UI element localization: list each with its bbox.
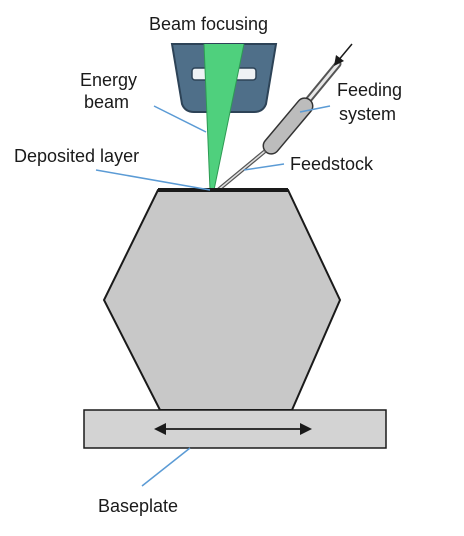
baseplate-arrowhead-right: [300, 423, 312, 435]
leader-deposited-layer: [95, 169, 211, 191]
label-feeding-system-line2: system: [339, 104, 396, 124]
label-deposited-layer: Deposited layer: [14, 146, 139, 166]
leader-baseplate: [141, 447, 191, 487]
label-feedstock: Feedstock: [290, 154, 374, 174]
feed-direction-arrowhead: [334, 55, 344, 66]
label-feeding-system-line1: Feeding: [337, 80, 402, 100]
deposited-part: [102, 189, 342, 411]
leader-feedstock: [243, 163, 285, 171]
feedstock-wire-core: [217, 151, 265, 191]
feed-nozzle: [262, 97, 314, 155]
label-beam-focusing: Beam focusing: [149, 14, 268, 34]
energy-beam: [204, 44, 244, 190]
energy-beam-edge-right: [213, 43, 245, 191]
leader-energy-beam: [153, 105, 207, 133]
leader-feeding-system: [299, 105, 331, 113]
energy-beam-edge-left: [203, 43, 211, 191]
label-energy-beam-line2: beam: [84, 92, 129, 112]
label-baseplate: Baseplate: [98, 496, 178, 516]
label-energy-beam-line1: Energy: [80, 70, 137, 90]
baseplate-arrowhead-left: [154, 423, 166, 435]
